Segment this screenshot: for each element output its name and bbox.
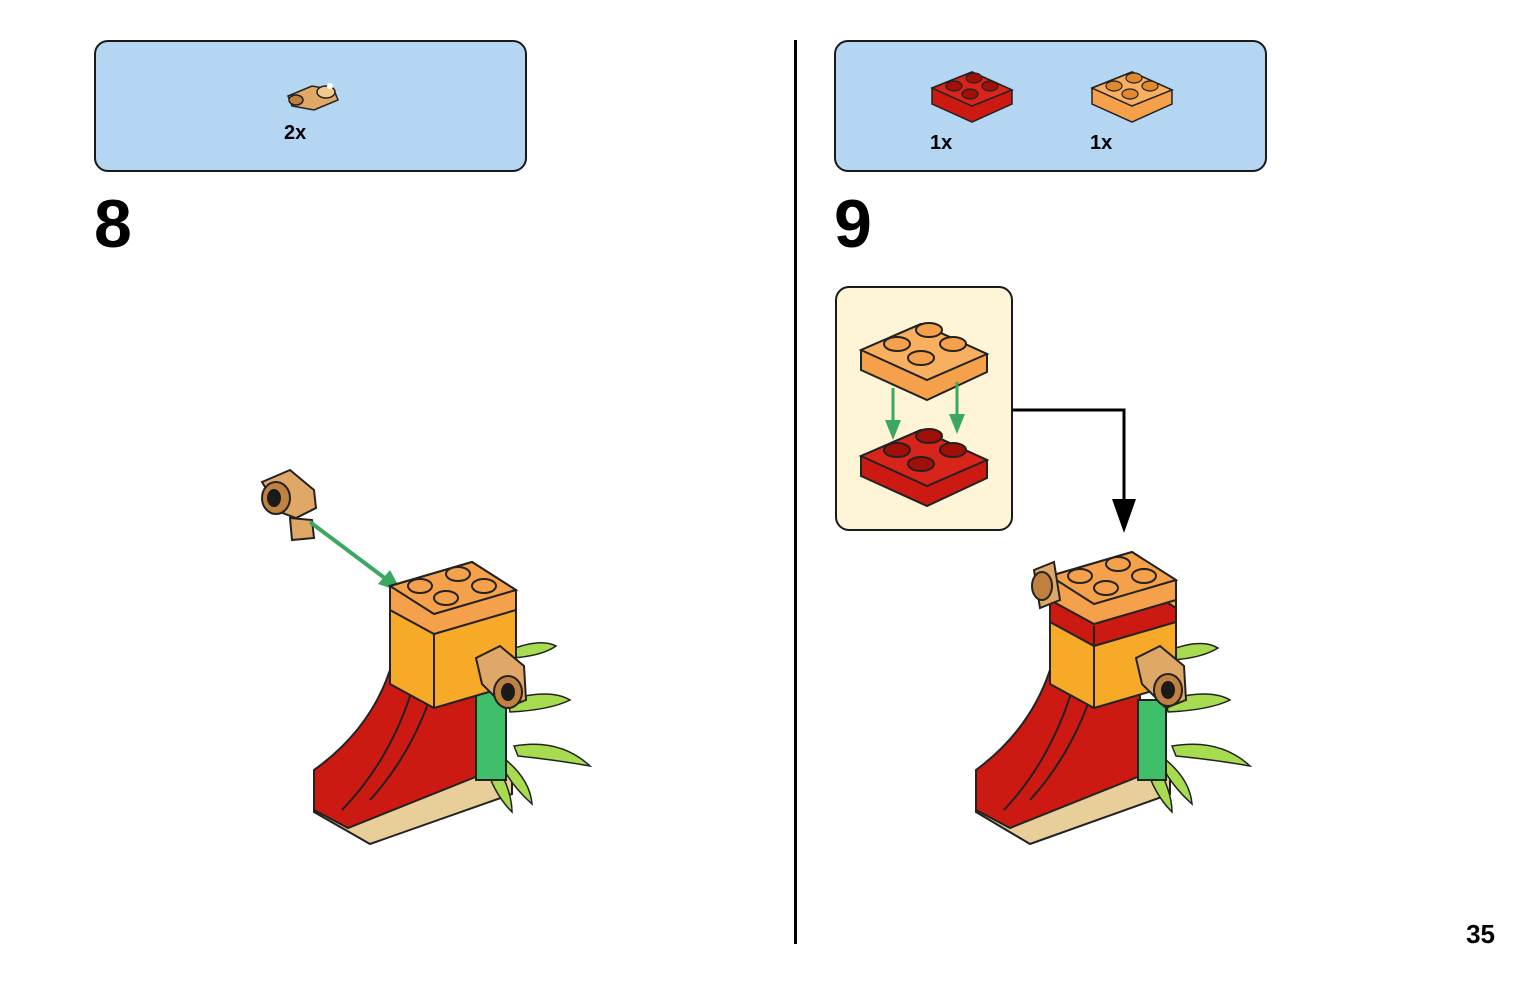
tan-clip-plate-icon [287,83,339,111]
step-9-model-illustration [975,550,1253,846]
step-number-9: 9 [834,186,872,262]
page-divider [794,40,797,944]
part-quantity: 2x [284,122,307,144]
step-8-parts-list: 2x [94,40,527,172]
red-2x2-plate-icon [930,71,1014,123]
assembly-arrow [308,520,402,592]
step-number-8: 8 [94,186,132,262]
page-number: 35 [1466,919,1495,949]
step-8-model-illustration [260,468,593,846]
part-quantity: 1x [930,132,953,154]
part-quantity: 1x [1090,132,1113,154]
sub-assembly-callout [835,286,1013,531]
step-9-parts-list: 1x 1x [834,40,1267,172]
orange-2x2-plate-icon [1090,71,1174,123]
plate-stacking-illustration [858,322,990,508]
callout-connector-arrow [1013,408,1136,533]
tan-clip-part [260,468,318,542]
